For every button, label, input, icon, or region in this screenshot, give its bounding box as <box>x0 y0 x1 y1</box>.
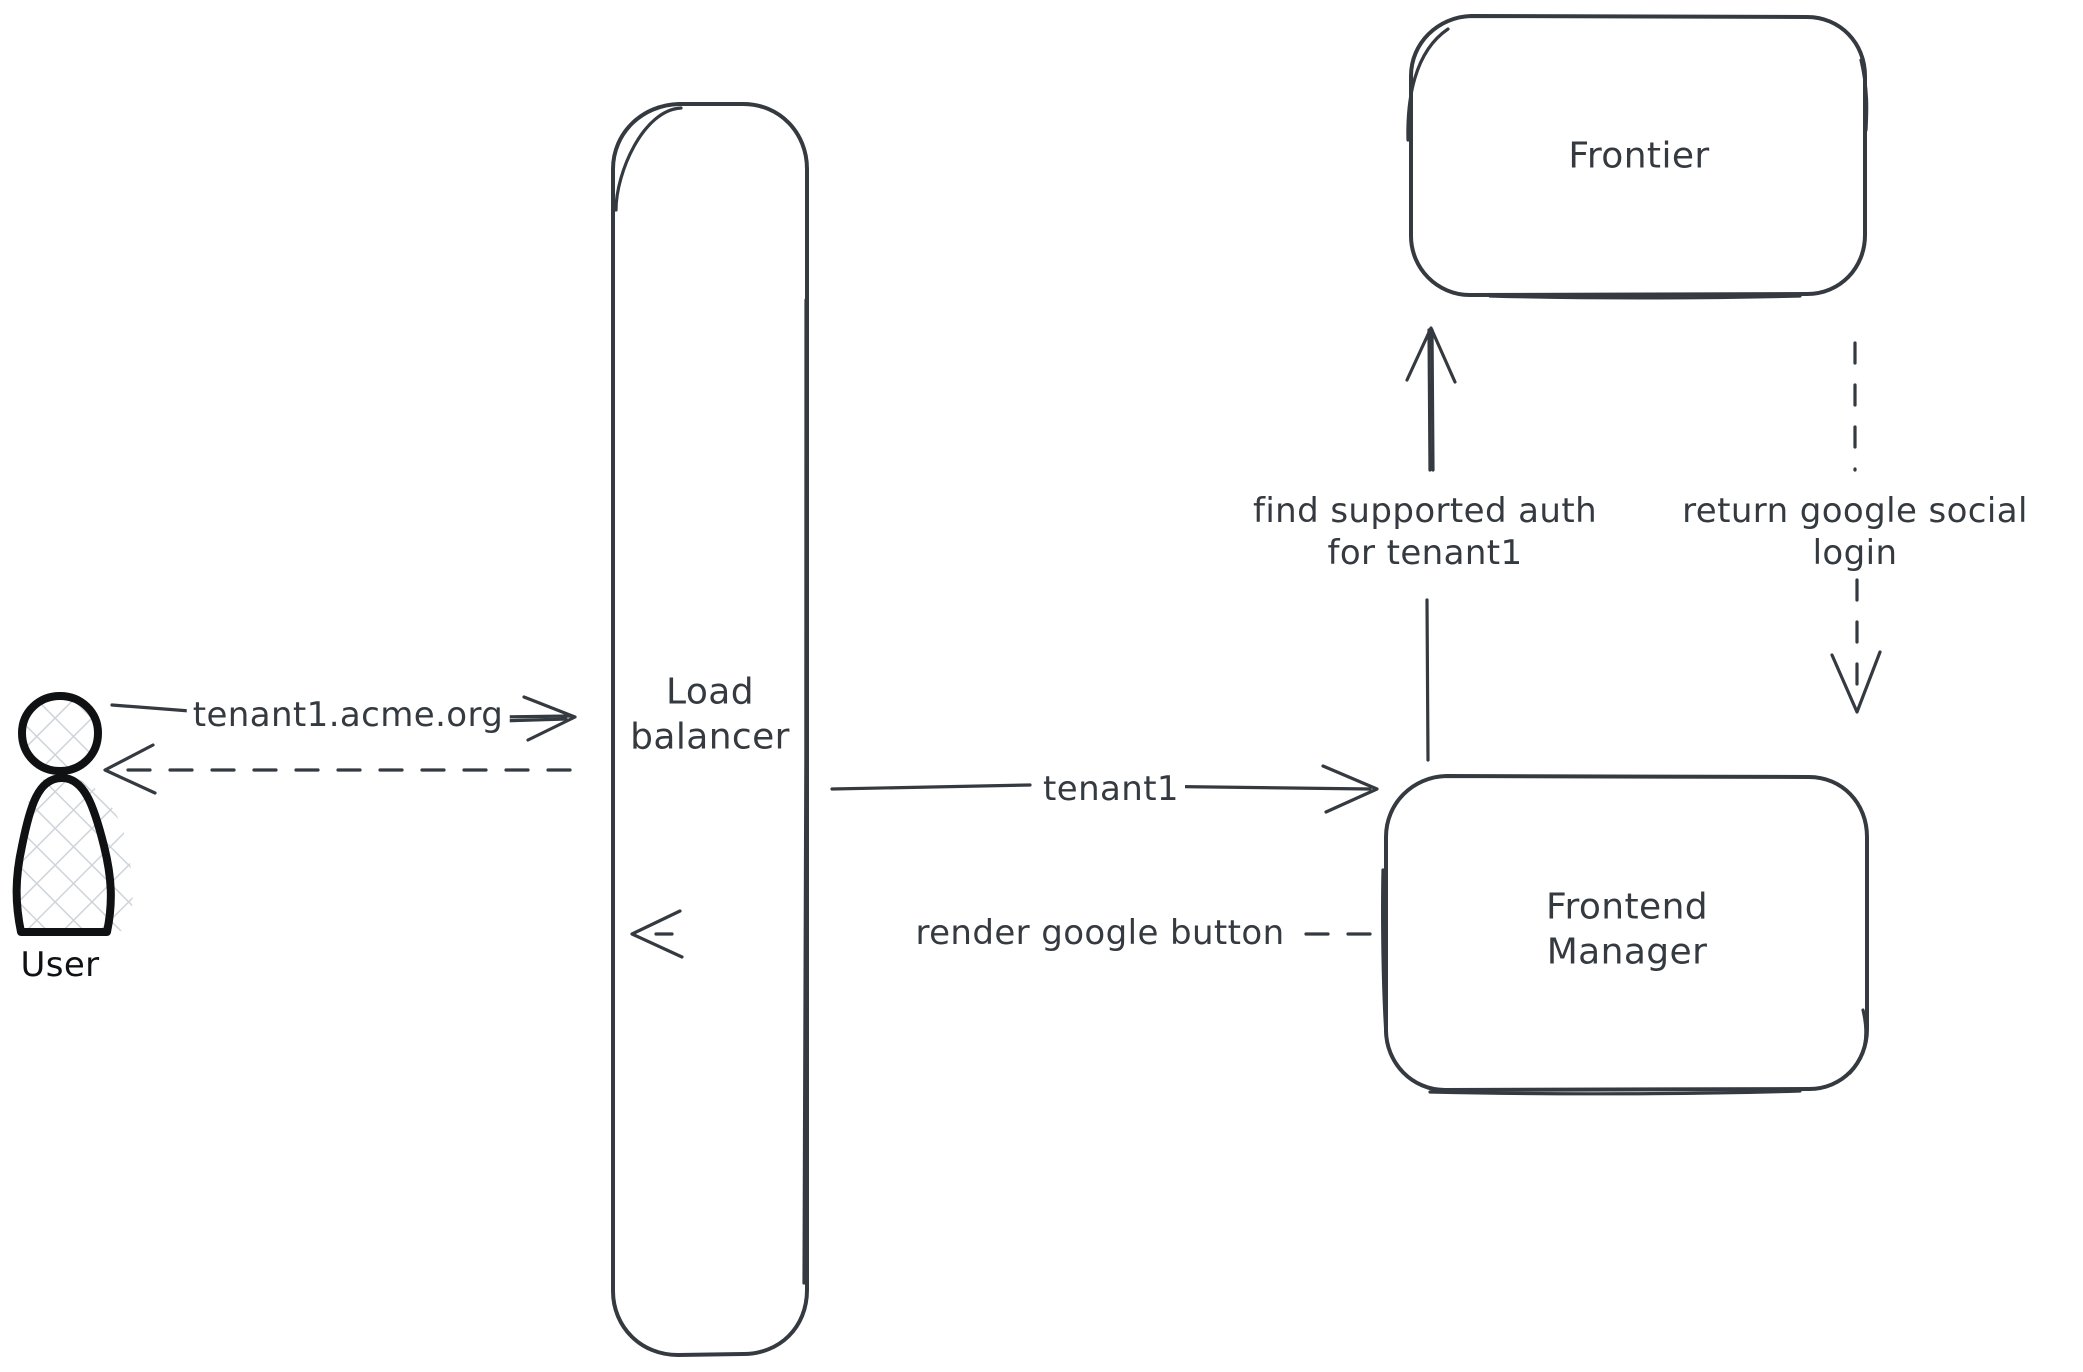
edge-label-tenant-domain: tenant1.acme.org <box>186 693 510 737</box>
edge-label-find-supported-auth-line1: find supported auth <box>1252 490 1598 531</box>
edge-loadbalancer-to-user <box>103 743 572 795</box>
user-label: User <box>20 945 100 985</box>
edge-frontier-to-frontendmanager <box>1830 341 1882 714</box>
edge-label-tenant1: tenant1 <box>1037 767 1185 811</box>
load-balancer-shape[interactable] <box>611 102 809 1357</box>
frontier-label: Frontier <box>1568 135 1710 177</box>
load-balancer-label-line1: Load <box>666 671 754 713</box>
frontier-shape[interactable] <box>1406 14 1869 300</box>
frontend-manager-shape[interactable] <box>1381 774 1869 1096</box>
frontend-manager-label-line2: Manager <box>1546 931 1708 972</box>
edge-label-find-supported-auth-line2: for tenant1 <box>1327 533 1523 573</box>
edge-label-return-google-social-login-line2: login <box>1812 533 1898 573</box>
edge-frontendmanager-to-frontier <box>1405 326 1457 762</box>
frontend-manager-label-line1: Frontend <box>1545 886 1709 928</box>
edge-label-return-google-social-login-line1: return google social <box>1682 490 2028 531</box>
edge-label-render-google-button: render google button <box>909 911 1291 955</box>
user-actor-icon <box>12 692 133 936</box>
load-balancer-label-line2: balancer <box>630 716 790 757</box>
